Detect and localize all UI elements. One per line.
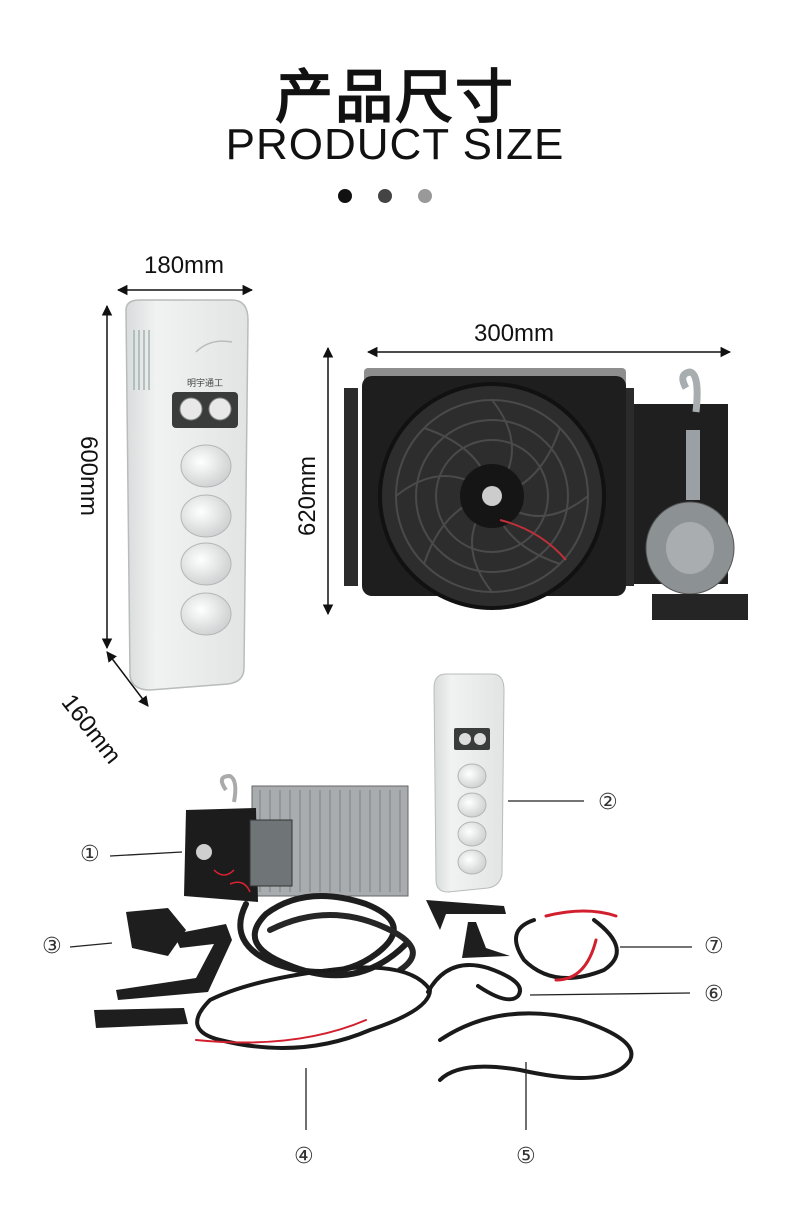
dim-condenser-width: 300mm [474, 320, 555, 347]
callout-6: ⑥ [704, 982, 724, 1007]
callout-leaders [69, 800, 692, 1130]
dimension-arrows [101, 284, 732, 707]
dot-1 [338, 189, 352, 203]
dim-evaporator-width: 180mm [144, 252, 225, 279]
kit-condenser-assembly [184, 773, 409, 902]
kit-cables-and-hoses [195, 893, 634, 1082]
condenser-unit-large [344, 368, 748, 620]
dim-evaporator-height: 600mm [75, 435, 102, 517]
callout-5: ⑤ [516, 1144, 536, 1169]
page-title-en: PRODUCT SIZE [225, 120, 565, 169]
dim-condenser-height: 620mm [294, 455, 321, 537]
svg-text:明宇通工: 明宇通工 [187, 377, 223, 389]
dot-3 [418, 189, 432, 203]
callout-2: ② [598, 790, 618, 815]
evaporator-unit-large: 明宇通工 [125, 299, 249, 691]
kit-evaporator-unit [433, 673, 505, 893]
callout-3: ③ [42, 934, 62, 959]
kit-mounting-brackets [94, 900, 510, 1028]
dot-2 [378, 189, 392, 203]
page-title-cn: 产品尺寸 [274, 63, 515, 131]
callout-7: ⑦ [704, 934, 724, 959]
pagination-dots [338, 189, 438, 205]
callout-4: ④ [294, 1144, 314, 1169]
callout-1: ① [80, 842, 100, 867]
